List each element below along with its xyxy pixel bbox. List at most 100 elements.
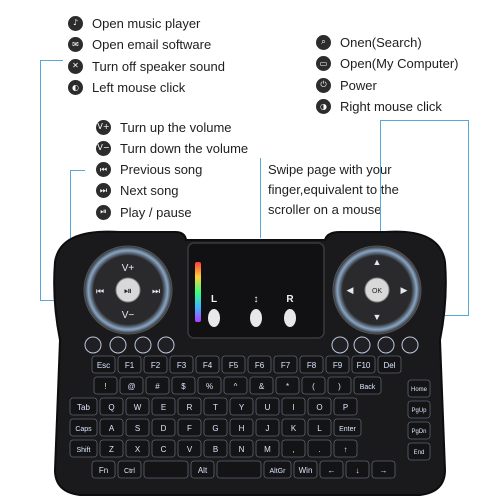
- keyboard-key[interactable]: F10: [351, 355, 376, 374]
- key-label: N: [239, 445, 245, 454]
- search-icon[interactable]: [401, 336, 419, 354]
- keyboard-key[interactable]: F9: [325, 355, 350, 374]
- keyboard-key[interactable]: R: [177, 397, 202, 416]
- down-arrow-icon[interactable]: ▼: [373, 312, 382, 322]
- ok-button[interactable]: OK: [372, 288, 382, 295]
- keyboard-key[interactable]: U: [255, 397, 280, 416]
- keyboard-key[interactable]: C: [151, 439, 176, 458]
- keyboard-key[interactable]: &: [249, 376, 274, 395]
- next-icon[interactable]: ⏭: [152, 286, 160, 296]
- keyboard-key[interactable]: Fn: [91, 460, 116, 479]
- keyboard-key[interactable]: Win: [293, 460, 318, 479]
- keyboard-key[interactable]: F2: [143, 355, 168, 374]
- keyboard-key[interactable]: W: [125, 397, 150, 416]
- keyboard-key[interactable]: K: [281, 418, 306, 437]
- keyboard-key[interactable]: E: [151, 397, 176, 416]
- key-label: (: [312, 382, 315, 391]
- keyboard-key[interactable]: ,: [281, 439, 306, 458]
- key-label: Shift: [76, 447, 90, 454]
- side-key[interactable]: PgUp: [407, 400, 431, 419]
- keyboard-key[interactable]: Shift: [69, 439, 98, 458]
- side-key[interactable]: Home: [407, 379, 431, 398]
- keyboard-key[interactable]: Z: [99, 439, 124, 458]
- keyboard-key[interactable]: F: [177, 418, 202, 437]
- keyboard-key[interactable]: Y: [229, 397, 254, 416]
- keyboard-key[interactable]: P: [333, 397, 358, 416]
- key-label: X: [135, 445, 141, 454]
- keyboard-key[interactable]: ): [327, 376, 352, 395]
- key-label: PgDn: [411, 429, 426, 435]
- key-label: →: [380, 466, 388, 475]
- keyboard-key[interactable]: Q: [99, 397, 124, 416]
- keyboard-key[interactable]: ←: [319, 460, 344, 479]
- keyboard-key[interactable]: ↓: [345, 460, 370, 479]
- key-label: ↑: [344, 445, 348, 454]
- keyboard-key[interactable]: F4: [195, 355, 220, 374]
- keyboard-key[interactable]: F5: [221, 355, 246, 374]
- keyboard-key[interactable]: $: [171, 376, 196, 395]
- keyboard-key[interactable]: B: [203, 439, 228, 458]
- keyboard-key[interactable]: V: [177, 439, 202, 458]
- legend-item: V+Turn up the volume: [96, 118, 232, 136]
- side-key[interactable]: End: [407, 442, 431, 461]
- keyboard-key[interactable]: [143, 460, 189, 479]
- legend-item: ⏯Play / pause: [96, 203, 192, 221]
- keyboard-key[interactable]: L: [307, 418, 332, 437]
- keyboard-key[interactable]: (: [301, 376, 326, 395]
- keyboard-key[interactable]: S: [125, 418, 150, 437]
- keyboard-key[interactable]: [216, 460, 262, 479]
- power-icon: ⏻: [316, 77, 331, 93]
- keyboard-key[interactable]: AltGr: [263, 460, 292, 479]
- keyboard-key[interactable]: N: [229, 439, 254, 458]
- email-icon[interactable]: [109, 336, 127, 354]
- keyboard-key[interactable]: #: [145, 376, 170, 395]
- keyboard-key[interactable]: *: [275, 376, 300, 395]
- keyboard-key[interactable]: Alt: [190, 460, 215, 479]
- keyboard-key[interactable]: X: [125, 439, 150, 458]
- keyboard-key[interactable]: @: [119, 376, 144, 395]
- keyboard-key[interactable]: O: [307, 397, 332, 416]
- side-key[interactable]: PgDn: [407, 421, 431, 440]
- keyboard-key[interactable]: Esc: [91, 355, 116, 374]
- keyboard-key[interactable]: Del: [377, 355, 402, 374]
- previous-icon[interactable]: ⏮: [96, 286, 104, 296]
- legend-label: Power: [340, 77, 377, 93]
- mouse-right-icon[interactable]: [331, 336, 349, 354]
- keyboard-key[interactable]: G: [203, 418, 228, 437]
- keyboard-key[interactable]: J: [255, 418, 280, 437]
- key-label: F2: [151, 361, 161, 370]
- keyboard-key[interactable]: Enter: [333, 418, 362, 437]
- mute-icon[interactable]: [134, 336, 152, 354]
- keyboard-key[interactable]: F1: [117, 355, 142, 374]
- keyboard-key[interactable]: F8: [299, 355, 324, 374]
- keyboard-key[interactable]: .: [307, 439, 332, 458]
- keyboard-key[interactable]: Back: [353, 376, 382, 395]
- keyboard-key[interactable]: M: [255, 439, 280, 458]
- keyboard-key[interactable]: %: [197, 376, 222, 395]
- play-pause-icon[interactable]: ⏯: [124, 286, 132, 297]
- keyboard-key[interactable]: D: [151, 418, 176, 437]
- keyboard-key[interactable]: F3: [169, 355, 194, 374]
- keyboard-key[interactable]: H: [229, 418, 254, 437]
- key-label: Z: [109, 445, 114, 454]
- keyboard-key[interactable]: T: [203, 397, 228, 416]
- keyboard-key[interactable]: ^: [223, 376, 248, 395]
- keyboard-key[interactable]: A: [99, 418, 124, 437]
- key-label: Tab: [77, 403, 90, 412]
- power-icon[interactable]: [377, 336, 395, 354]
- keyboard-key[interactable]: Caps: [69, 418, 98, 437]
- keyboard-key[interactable]: F7: [273, 355, 298, 374]
- keyboard-key[interactable]: Tab: [69, 397, 98, 416]
- keyboard-key[interactable]: !: [93, 376, 118, 395]
- computer-icon[interactable]: [353, 336, 371, 354]
- keyboard-key[interactable]: →: [371, 460, 396, 479]
- keyboard-key[interactable]: ↑: [333, 439, 358, 458]
- keyboard-key[interactable]: F6: [247, 355, 272, 374]
- keyboard-key[interactable]: I: [281, 397, 306, 416]
- music-icon[interactable]: [84, 336, 102, 354]
- up-arrow-icon[interactable]: ▲: [373, 257, 382, 267]
- left-arrow-icon[interactable]: ◀: [347, 285, 354, 295]
- mouse-left-icon[interactable]: [157, 336, 175, 354]
- keyboard-key[interactable]: Ctrl: [117, 460, 142, 479]
- right-arrow-icon[interactable]: ▶: [401, 285, 408, 295]
